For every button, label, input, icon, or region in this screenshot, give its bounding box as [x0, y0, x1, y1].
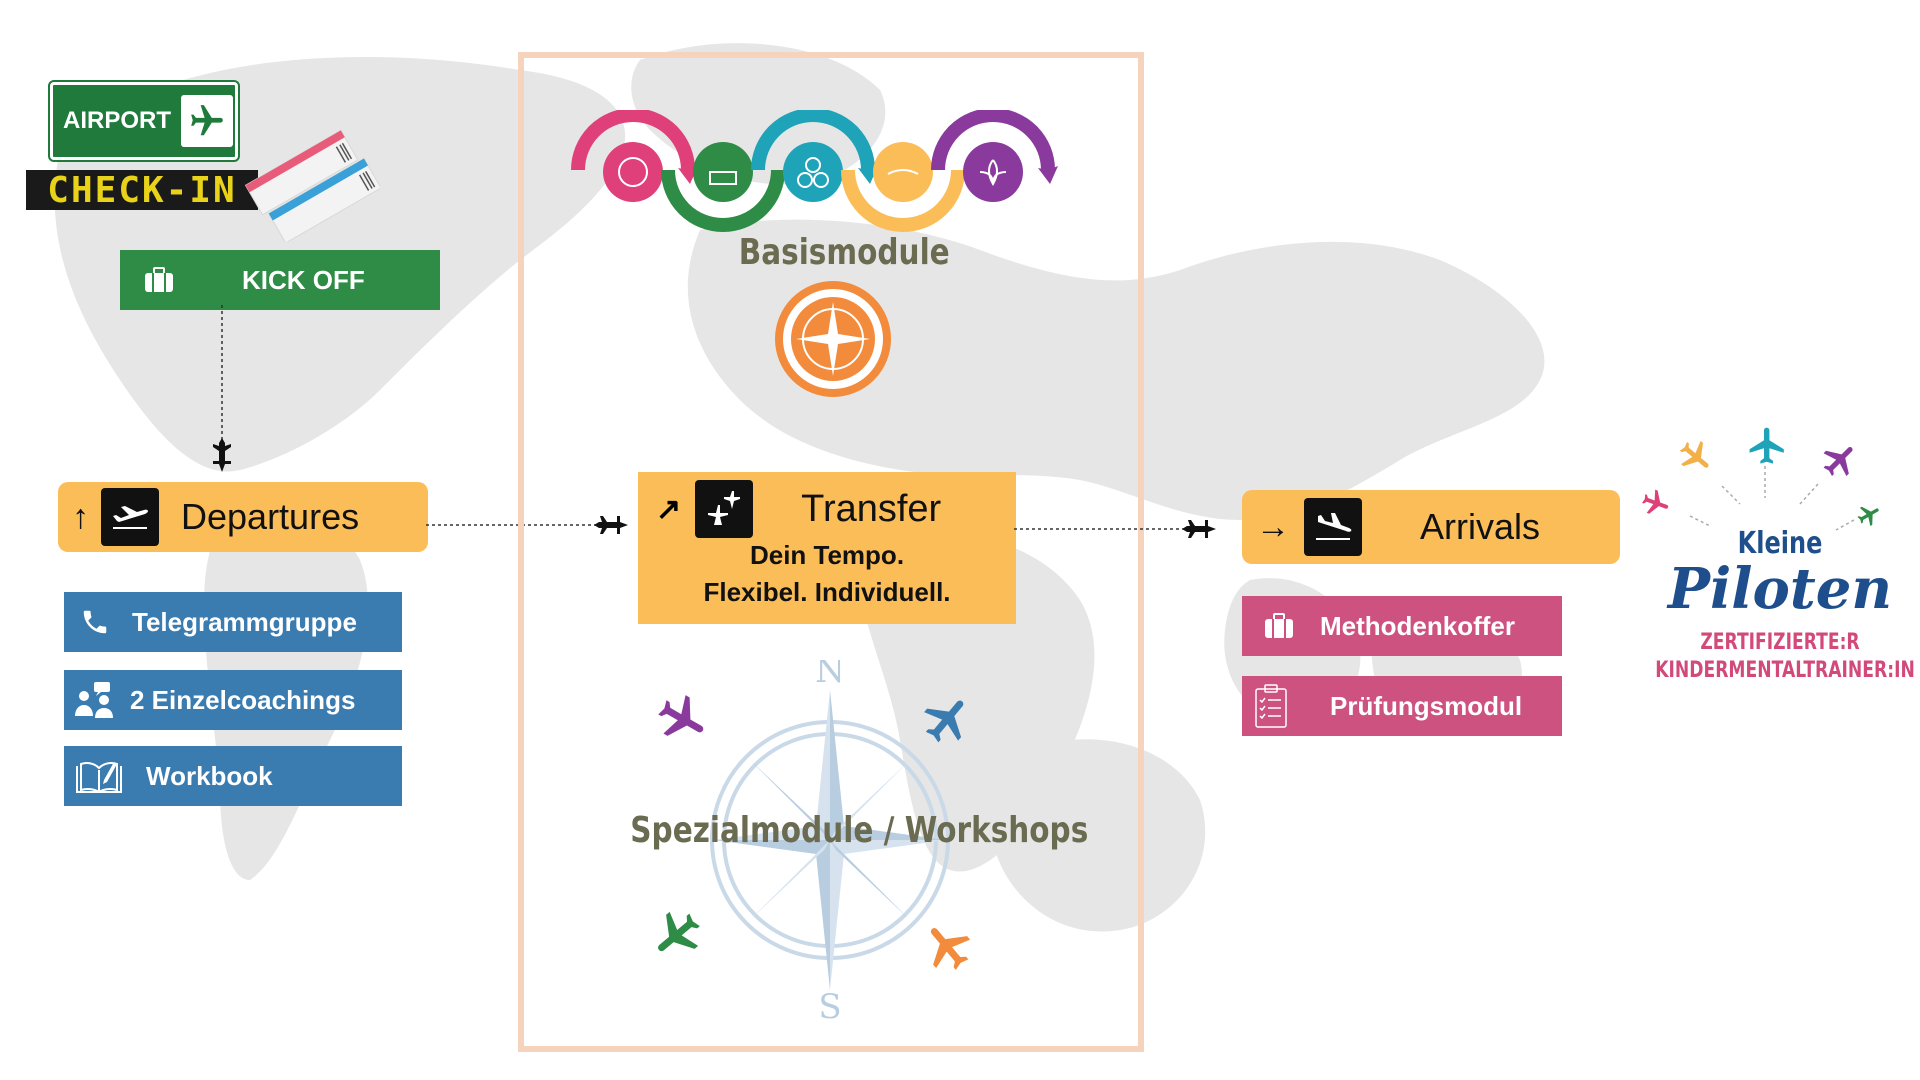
methodenkoffer-item: Methodenkoffer: [1242, 596, 1562, 656]
kick-off-label: KICK OFF: [242, 264, 365, 295]
landing-icon: [1304, 498, 1362, 556]
airport-sign: AIRPORT: [48, 80, 240, 162]
airplane-sign-icon: [181, 95, 233, 147]
basismodule-label: Basismodule: [738, 232, 950, 273]
workbook-icon: [74, 756, 126, 796]
transfer-planes-icon: [695, 480, 754, 538]
clipboard-icon: [1254, 683, 1294, 729]
departures-label: Departures: [181, 496, 360, 537]
compass-rose: N S: [710, 660, 950, 1020]
arrivals-box: → Arrivals: [1242, 490, 1620, 564]
logo-piloten: Piloten: [1667, 556, 1893, 622]
arrow-up-icon: ↑: [72, 497, 89, 536]
compass-north-letter: N: [815, 660, 845, 691]
transfer-box: ↗ Transfer Dein Tempo. Flexibel. Individ…: [638, 472, 1016, 624]
transfer-line1: Dein Tempo.: [749, 540, 905, 570]
takeoff-icon: [101, 488, 159, 546]
logo-kleine: Kleine: [1737, 526, 1823, 561]
center-frame: [518, 52, 1144, 1052]
pruefungsmodul-item: Prüfungsmodul: [1242, 676, 1562, 736]
boarding-passes-icon: [244, 129, 380, 242]
check-in-board: CHECK-IN: [26, 169, 258, 211]
spezialmodule-label: Spezialmodule / Workshops: [630, 810, 1089, 851]
workbook-label: Workbook: [146, 760, 273, 791]
telegram-group-item: Telegrammgruppe: [64, 592, 402, 652]
logo-kindermentaltrainer: KINDERMENTALTRAINER:IN: [1655, 658, 1915, 683]
arrivals-label: Arrivals: [1420, 506, 1541, 547]
plane-purple-icon: [658, 695, 704, 736]
basismodule-chain: [571, 110, 1058, 232]
workbook-item: Workbook: [64, 746, 402, 806]
check-in-text: CHECK-IN: [47, 169, 237, 211]
departures-box: ↑ Departures: [58, 482, 428, 552]
suitcase-pink-icon: [1264, 613, 1296, 639]
connector-departures-transfer: [426, 516, 628, 534]
logo-zertifizierte: ZERTIFIZIERTE:R: [1700, 630, 1860, 655]
transfer-label: Transfer: [801, 487, 942, 530]
plane-blue-icon: [924, 700, 964, 743]
coachings-label: 2 Einzelcoachings: [130, 684, 356, 715]
telegram-group-label: Telegrammgruppe: [132, 606, 357, 637]
airport-sign-text: AIRPORT: [63, 107, 171, 134]
suitcase-icon: [144, 267, 176, 293]
kick-off-box: KICK OFF: [120, 250, 440, 310]
plane-green-icon: [658, 911, 700, 952]
coaching-people-icon: [72, 680, 118, 720]
arrow-right-icon: →: [1256, 507, 1290, 546]
pruefungsmodul-label: Prüfungsmodul: [1330, 690, 1523, 721]
coachings-item: 2 Einzelcoachings: [64, 670, 402, 730]
phone-icon: [80, 607, 116, 637]
arrow-up-right-icon: ↗: [656, 492, 682, 526]
transfer-line2: Flexibel. Individuell.: [703, 577, 951, 607]
logo-planes-icon: [1642, 427, 1879, 531]
connector-transfer-arrivals: [1014, 520, 1216, 538]
methodenkoffer-label: Methodenkoffer: [1320, 610, 1515, 641]
orange-compass-icon: [775, 281, 891, 397]
plane-orange-icon: [930, 928, 971, 970]
connector-kickoff-departures: [213, 305, 231, 472]
compass-south-letter: S: [818, 987, 841, 1020]
